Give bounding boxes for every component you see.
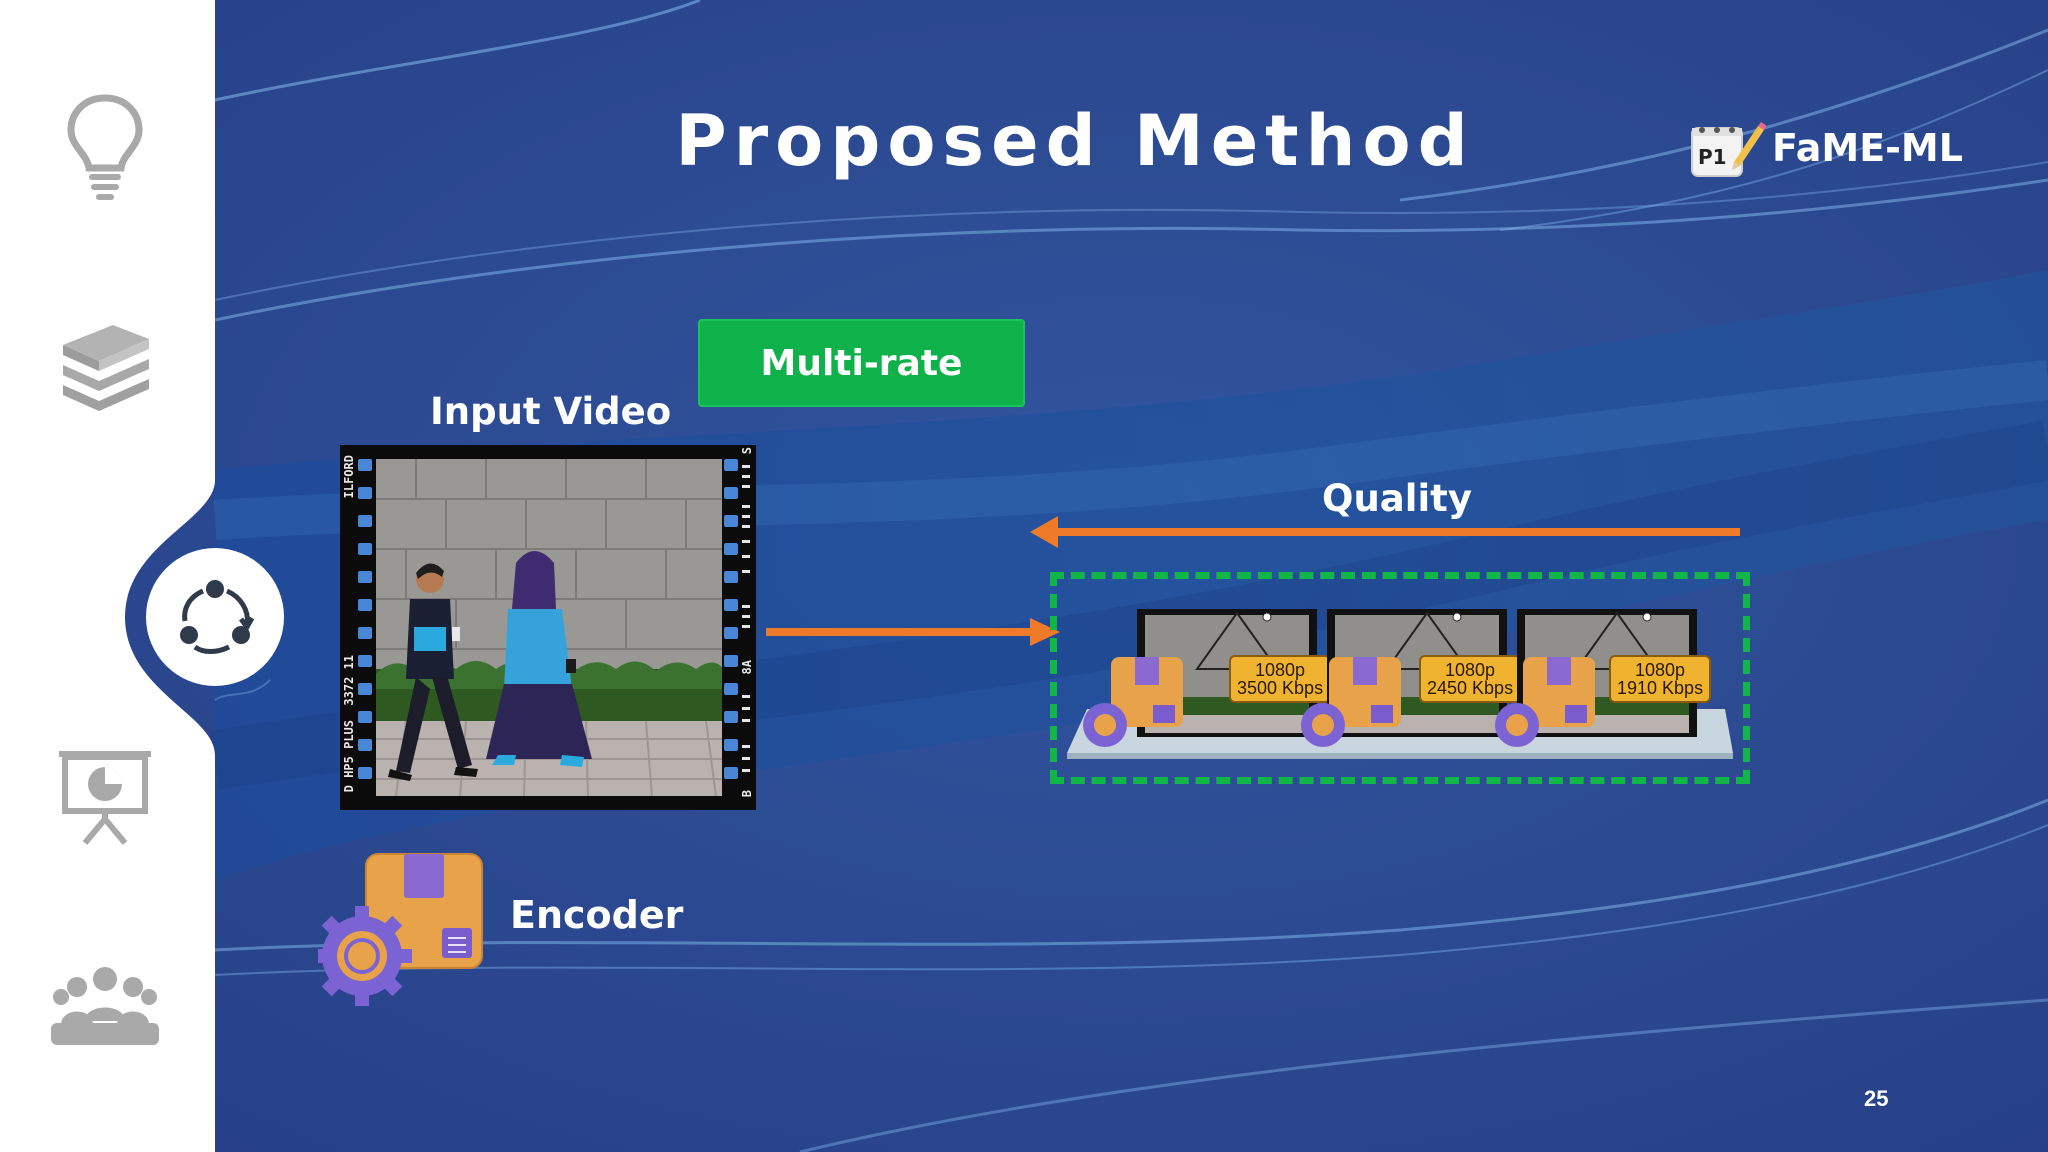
page-number: 25 bbox=[1864, 1086, 1889, 1111]
rendition-tag: 1080p 2450 Kbps bbox=[1419, 655, 1522, 703]
sidebar bbox=[0, 0, 215, 1152]
renditions-box: 1080p 3500 Kbps 1080p 2450 Kbps bbox=[1050, 572, 1750, 784]
quality-arrow-left bbox=[1030, 516, 1740, 548]
sidebar-item-team[interactable] bbox=[40, 940, 170, 1070]
film-edge-text-mid: 3372 11 bbox=[342, 655, 356, 706]
team-icon bbox=[51, 967, 159, 1045]
film-sprockets bbox=[358, 459, 750, 779]
slide-title: Proposed Method bbox=[675, 100, 1475, 182]
rendition-bitrate: 2450 Kbps bbox=[1427, 678, 1514, 698]
encoder-label: Encoder bbox=[510, 893, 684, 937]
encoder-icon bbox=[318, 853, 483, 1006]
rendition-tag: 1080p 3500 Kbps bbox=[1229, 655, 1332, 703]
film-edge-text-right-mid: 8A bbox=[740, 660, 754, 675]
encoder-small-icon bbox=[1301, 657, 1401, 747]
sidebar-item-presentation[interactable] bbox=[40, 730, 170, 860]
video-frame bbox=[376, 459, 722, 796]
rendition-bitrate: 3500 Kbps bbox=[1237, 678, 1324, 698]
rendition-resolution: 1080p bbox=[1445, 660, 1496, 680]
multi-rate-button[interactable]: Multi-rate bbox=[698, 319, 1025, 407]
encoder-small-icon bbox=[1495, 657, 1595, 747]
notepad-pencil-icon: P1 bbox=[1691, 122, 1766, 177]
film-edge-text-top: ILFORD bbox=[342, 455, 356, 499]
logo-badge: P1 bbox=[1698, 145, 1727, 169]
sidebar-item-lightbulb[interactable] bbox=[40, 82, 170, 212]
lightbulb-icon bbox=[67, 94, 143, 200]
books-icon bbox=[63, 325, 149, 411]
rendition-tag: 1080p 1910 Kbps bbox=[1609, 655, 1712, 703]
film-edge-text-right-top: S bbox=[740, 447, 754, 455]
sidebar-item-books[interactable] bbox=[40, 298, 170, 428]
arrow-right bbox=[766, 618, 1060, 646]
presentation-chart-icon bbox=[59, 751, 151, 845]
rendition-bitrate: 1910 Kbps bbox=[1617, 678, 1704, 698]
logo-text: FaME-ML bbox=[1772, 126, 1963, 170]
cycle-icon bbox=[180, 580, 255, 654]
film-edge-text-bottom: D HP5 PLUS bbox=[342, 720, 356, 793]
encoder-small-icon bbox=[1083, 657, 1183, 747]
rendition-resolution: 1080p bbox=[1255, 660, 1306, 680]
sidebar-item-cycle[interactable] bbox=[146, 548, 284, 686]
video-frame-scene bbox=[376, 459, 722, 796]
fame-ml-logo: P1 FaME-ML bbox=[1690, 118, 1963, 178]
film-edge-text-right-bottom: B bbox=[740, 790, 754, 798]
rendition-resolution: 1080p bbox=[1635, 660, 1686, 680]
input-video-label: Input Video bbox=[430, 390, 672, 433]
input-video-film-strip: ILFORD 3372 11 D HP5 PLUS S 8A B bbox=[340, 445, 756, 810]
quality-label: Quality bbox=[1322, 477, 1472, 520]
